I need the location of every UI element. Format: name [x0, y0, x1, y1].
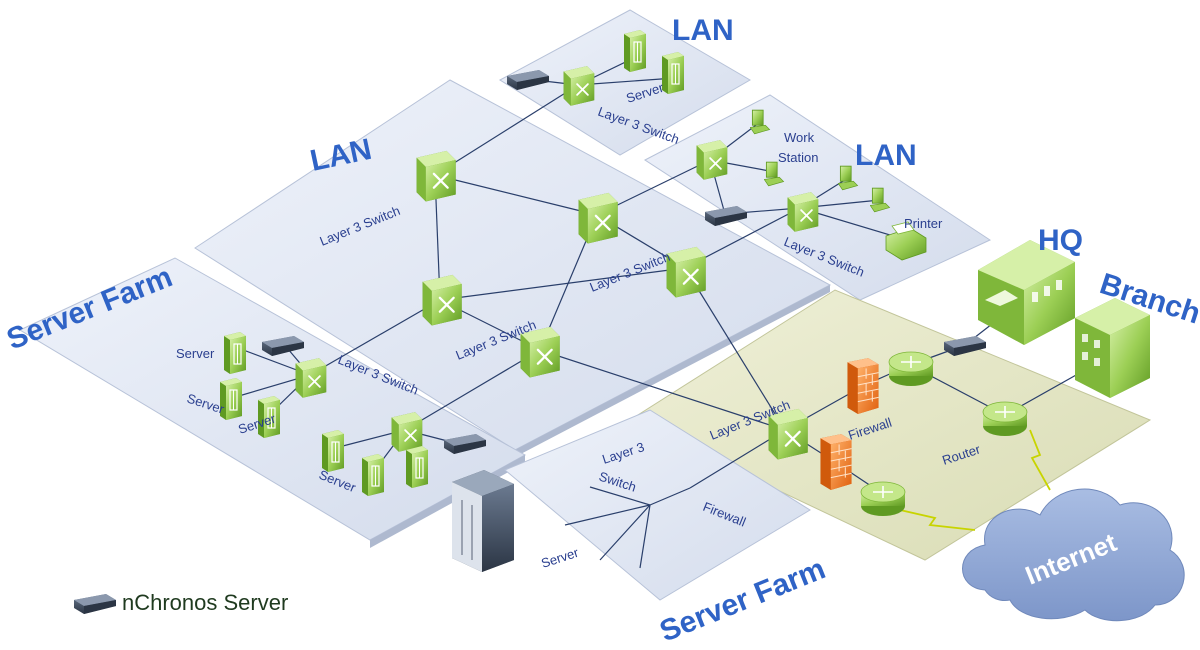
- layer3-switch-icon: [577, 191, 619, 244]
- legend-label: nChronos Server: [122, 590, 288, 615]
- zone-title-hq: HQ: [1038, 224, 1083, 257]
- server-icon: [661, 51, 685, 94]
- server-farm-bottom-panel: [504, 409, 811, 601]
- lan-top-panel: [499, 9, 751, 156]
- layer3-switch-icon: [421, 273, 463, 326]
- layer3-switch-icon: [415, 149, 457, 202]
- internet-cloud-icon: [962, 488, 1185, 622]
- server-label: Server: [176, 346, 215, 361]
- layer3-switch-icon: [695, 139, 729, 180]
- router-icon: [982, 401, 1028, 437]
- work-label: Work: [784, 130, 815, 145]
- hq-building-icon: [978, 240, 1075, 345]
- server-icon: [405, 445, 429, 488]
- zone-title-lan-top: LAN: [672, 14, 734, 47]
- branch-building-icon: [1075, 298, 1150, 398]
- nchronos-server-icon: [705, 206, 747, 226]
- zone-title-lan-right: LAN: [855, 139, 917, 172]
- wan-panel: [628, 289, 1152, 561]
- lan-main-panel: [194, 79, 832, 457]
- legend-nchronos-server-icon: [74, 594, 116, 614]
- server-icon: [623, 29, 647, 72]
- wan-lightning-links: [899, 429, 1051, 531]
- station-label: Station: [778, 150, 818, 165]
- rack-server-icon: [452, 470, 514, 572]
- router-icon: [860, 481, 906, 517]
- layer3-switch-icon: [294, 357, 328, 398]
- server-label: Server: [539, 545, 581, 571]
- layer3-switch-icon: [562, 65, 596, 106]
- layer3-switch-icon: [786, 191, 820, 232]
- server-icon: [361, 453, 385, 496]
- layer3-switch-icon: [390, 411, 424, 452]
- printer-icon: [885, 221, 927, 261]
- printer-label: Printer: [904, 216, 943, 231]
- server-icon: [223, 331, 247, 374]
- firewall-icon: [819, 433, 853, 490]
- layer3-switch-icon: [665, 245, 707, 298]
- server-icon: [321, 429, 345, 472]
- firewall-icon: [846, 357, 880, 414]
- server-icon: [219, 377, 243, 420]
- router-icon: [888, 351, 934, 387]
